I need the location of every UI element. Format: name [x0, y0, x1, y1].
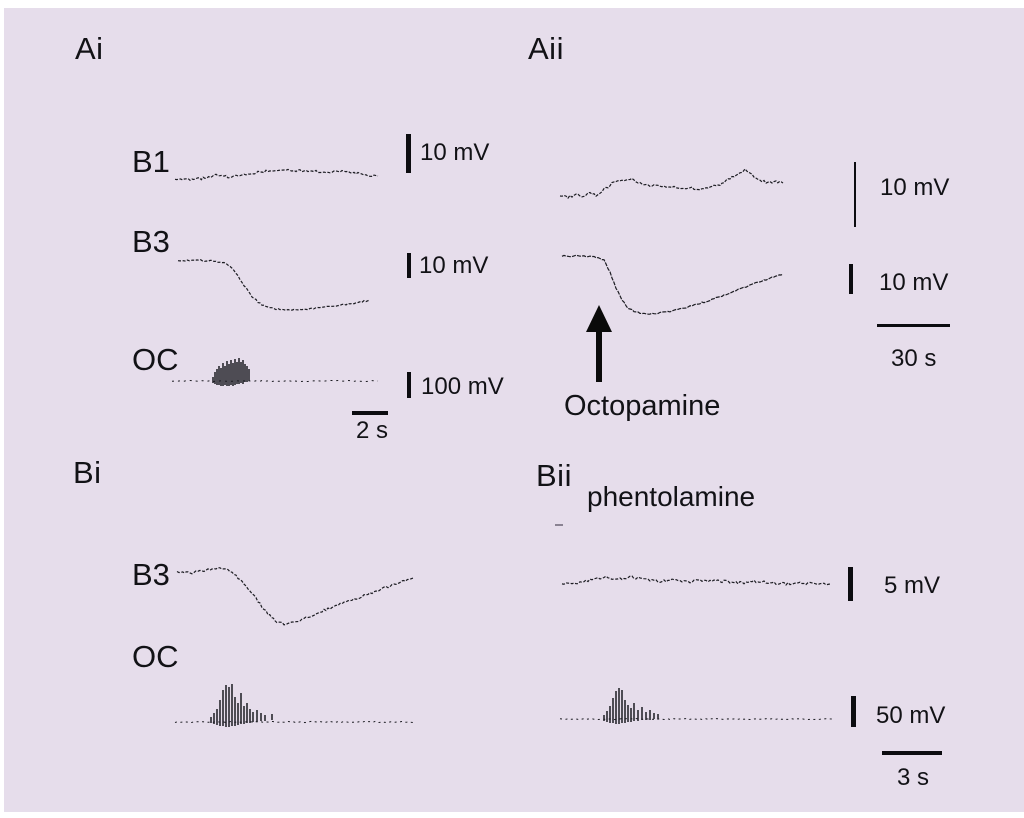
trace-bi-b3 [176, 567, 414, 626]
trace-ai-b3 [177, 259, 371, 312]
trace-bii-oc-baseline [559, 717, 833, 721]
octopamine-arrow-shaft [596, 330, 602, 382]
scalebar-label-bii-top: 5 mV [884, 572, 941, 599]
scalebar-ai-oc-100mv [407, 372, 411, 398]
scalebar-ai-time-2s [352, 411, 388, 415]
octopamine-label: Octopamine [564, 390, 721, 422]
scalebar-label-ai-time: 2 s [356, 417, 389, 444]
scalebar-bii-top-5mv [848, 567, 853, 601]
trace-ai-b1 [174, 168, 379, 182]
scalebar-bii-time-3s [882, 751, 942, 755]
trace-label-b3-ai: B3 [132, 224, 170, 259]
scalebar-label-aii-time: 30 s [891, 345, 937, 372]
trace-ai-oc-baseline [171, 379, 379, 383]
trace-bii-top [561, 575, 831, 586]
figure-background [4, 8, 1024, 812]
trace-bi-oc-baseline [174, 720, 416, 724]
trace-bi-oc-burst [210, 684, 273, 727]
trace-aii-top [559, 168, 784, 200]
scalebar-aii-time-30s [877, 324, 950, 327]
scalebar-label-ai-oc: 100 mV [421, 373, 504, 400]
scalebar-ai-b3-10mv [407, 253, 411, 278]
panel-label-bi: Bi [73, 455, 102, 490]
artifact-tick [555, 524, 563, 526]
scalebar-label-ai-b3: 10 mV [419, 252, 489, 279]
panel-label-bii: Bii [536, 458, 572, 493]
scalebar-label-bii-oc: 50 mV [876, 702, 946, 729]
panel-label-aii: Aii [528, 31, 564, 66]
trace-bii-oc-burst [603, 688, 659, 724]
octopamine-arrow-head-icon [586, 305, 612, 332]
scalebar-bii-oc-50mv [851, 696, 856, 727]
phentolamine-label: phentolamine [587, 481, 756, 512]
trace-label-oc-ai: OC [132, 342, 179, 377]
trace-label-b3-bi: B3 [132, 557, 170, 592]
panel-label-ai: Ai [75, 31, 104, 66]
scalebar-label-bii-time: 3 s [897, 764, 930, 791]
scalebar-ai-b1-10mv [406, 134, 411, 173]
scalebar-label-aii-top: 10 mV [880, 174, 950, 201]
scalebar-label-aii-b3: 10 mV [879, 269, 949, 296]
scalebar-aii-b3-10mv [849, 264, 853, 294]
scalebar-label-ai-b1: 10 mV [420, 139, 490, 166]
trace-ai-oc-burst [212, 358, 250, 386]
trace-aii-b3 [561, 254, 784, 315]
scalebar-aii-top-10mv [854, 162, 856, 227]
trace-label-b1-ai: B1 [132, 144, 170, 179]
trace-label-oc-bi: OC [132, 639, 179, 674]
